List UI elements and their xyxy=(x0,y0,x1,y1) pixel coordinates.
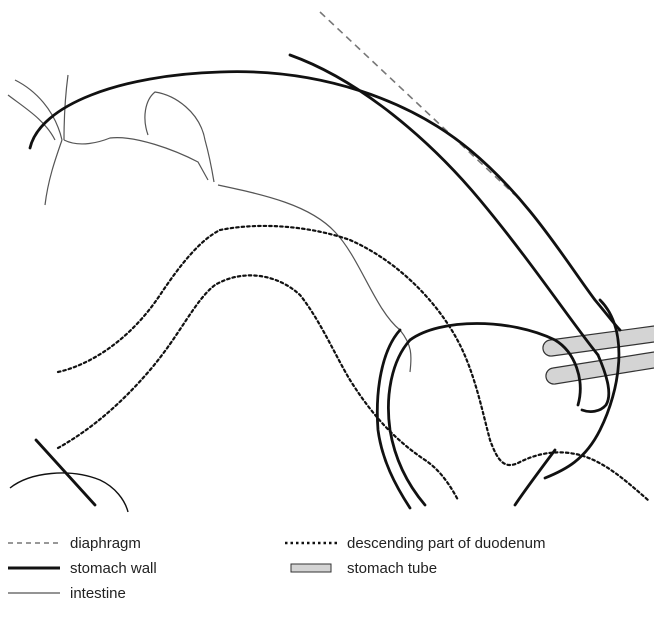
anatomy-diagram xyxy=(0,0,654,520)
legend-item-diaphragm: diaphragm xyxy=(8,532,141,554)
stomach-wall-swatch xyxy=(8,561,60,575)
legend: diaphragm stomach wall intestine descend… xyxy=(0,530,654,622)
duodenum-path xyxy=(58,226,648,500)
legend-item-duodenum: descending part of duodenum xyxy=(285,532,545,554)
legend-label-intestine: intestine xyxy=(70,585,126,602)
diaphragm-line xyxy=(320,12,515,195)
legend-item-intestine: intestine xyxy=(8,582,126,604)
legend-item-stomach-tube: stomach tube xyxy=(285,557,437,579)
legend-label-diaphragm: diaphragm xyxy=(70,535,141,552)
duodenum-swatch xyxy=(285,536,337,550)
intestine-loops xyxy=(8,75,411,372)
stomach-wall-arc xyxy=(10,473,128,512)
diaphragm-swatch xyxy=(8,536,60,550)
stomach-tube-swatch xyxy=(285,561,337,575)
legend-label-stomach-wall: stomach wall xyxy=(70,560,157,577)
legend-label-stomach-tube: stomach tube xyxy=(347,560,437,577)
legend-item-stomach-wall: stomach wall xyxy=(8,557,157,579)
intestine-swatch xyxy=(8,586,60,600)
stomach-wall xyxy=(30,55,620,508)
stomach-tube-upper xyxy=(543,326,654,356)
legend-label-duodenum: descending part of duodenum xyxy=(347,535,545,552)
